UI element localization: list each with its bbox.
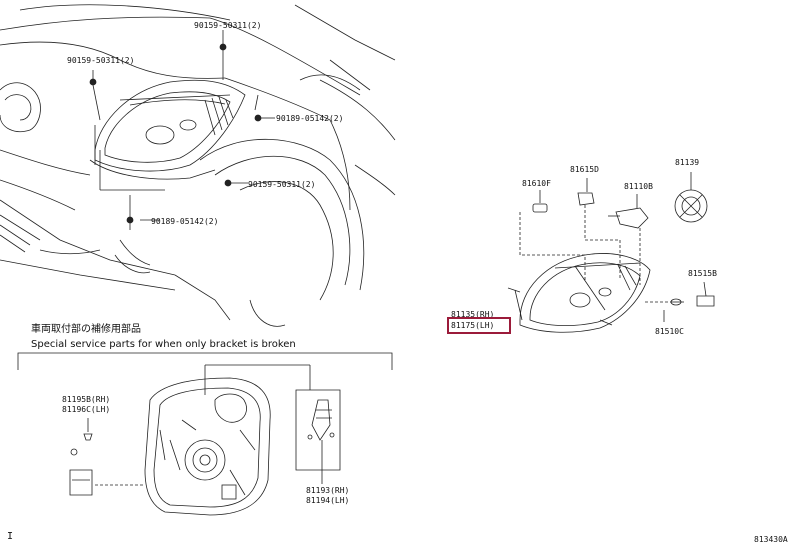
label-81196c-lh: 81196C(LH) (62, 405, 111, 414)
headlamp-exploded (507, 172, 715, 333)
corner-mark: I (7, 531, 14, 542)
label-81195b-rh: 81195B(RH) (62, 395, 111, 404)
car-body-illustration (0, 4, 396, 327)
label-81135-rh: 81135(RH) (451, 310, 495, 319)
label-90189-05142-low: 90189-05142(2) (151, 217, 219, 226)
label-81175-lh[interactable]: 81175(LH) (451, 321, 495, 330)
label-90159-50311-mid: 90159-50311(2) (248, 180, 316, 189)
bracket-section (17, 352, 393, 516)
part-highlight-box (447, 317, 511, 334)
fasteners-car (89, 30, 275, 230)
label-81615d: 81615D (570, 165, 599, 174)
label-81515b: 81515B (688, 269, 717, 278)
section-title-japanese: 車両取付部の補修用部品 (31, 324, 141, 335)
headlamp-on-car (89, 79, 246, 180)
label-90159-50311-top: 90159-50311(2) (194, 21, 262, 30)
label-81110b: 81110B (624, 182, 653, 191)
label-90159-50311-left: 90159-50311(2) (67, 56, 135, 65)
label-81139: 81139 (675, 158, 700, 167)
drawing-id: 813430A (754, 535, 788, 544)
label-81610f: 81610F (522, 179, 551, 188)
section-title-english: Special service parts for when only brac… (31, 339, 296, 350)
label-90189-05142-right: 90189-05142(2) (276, 114, 344, 123)
label-81510c: 81510C (655, 327, 684, 336)
label-81193-rh: 81193(RH) (306, 486, 350, 495)
label-81194-lh: 81194(LH) (306, 496, 350, 505)
